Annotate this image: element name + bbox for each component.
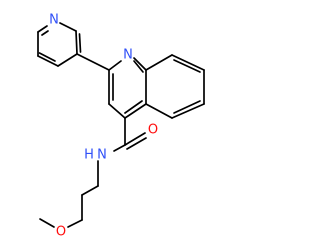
bond <box>171 54 205 71</box>
bond <box>108 60 122 71</box>
quinoline-nitrogen-label: N <box>123 48 133 63</box>
bond <box>41 30 49 36</box>
bond <box>75 30 78 55</box>
amide-hydrogen-label: H <box>84 148 94 163</box>
bond <box>126 137 147 150</box>
bond <box>37 25 48 33</box>
bond <box>173 100 201 114</box>
bond <box>133 60 144 73</box>
bond <box>145 103 173 119</box>
molecule-structure: N N O N H O <box>37 13 205 240</box>
bond <box>57 53 78 67</box>
bond-skeleton <box>37 22 205 228</box>
bond <box>113 144 126 152</box>
ether-oxygen-label: O <box>56 225 66 240</box>
bond <box>124 103 147 119</box>
pyridine-nitrogen-label: N <box>49 13 59 28</box>
bond <box>145 54 173 71</box>
bond <box>124 132 146 146</box>
bond <box>76 53 110 71</box>
bond <box>39 218 55 228</box>
bond <box>173 59 201 73</box>
amide-nitrogen-label: N <box>97 148 107 163</box>
bond <box>78 33 82 53</box>
bond <box>37 55 59 67</box>
bond <box>133 57 147 71</box>
bond <box>81 185 99 196</box>
bond <box>124 100 143 114</box>
atom-labels: N N O N H O <box>49 13 158 240</box>
carbonyl-oxygen-label: O <box>148 123 158 138</box>
bond <box>171 103 205 119</box>
bond <box>108 103 126 119</box>
bond <box>38 52 56 62</box>
bond <box>59 22 77 32</box>
bond <box>67 219 83 228</box>
